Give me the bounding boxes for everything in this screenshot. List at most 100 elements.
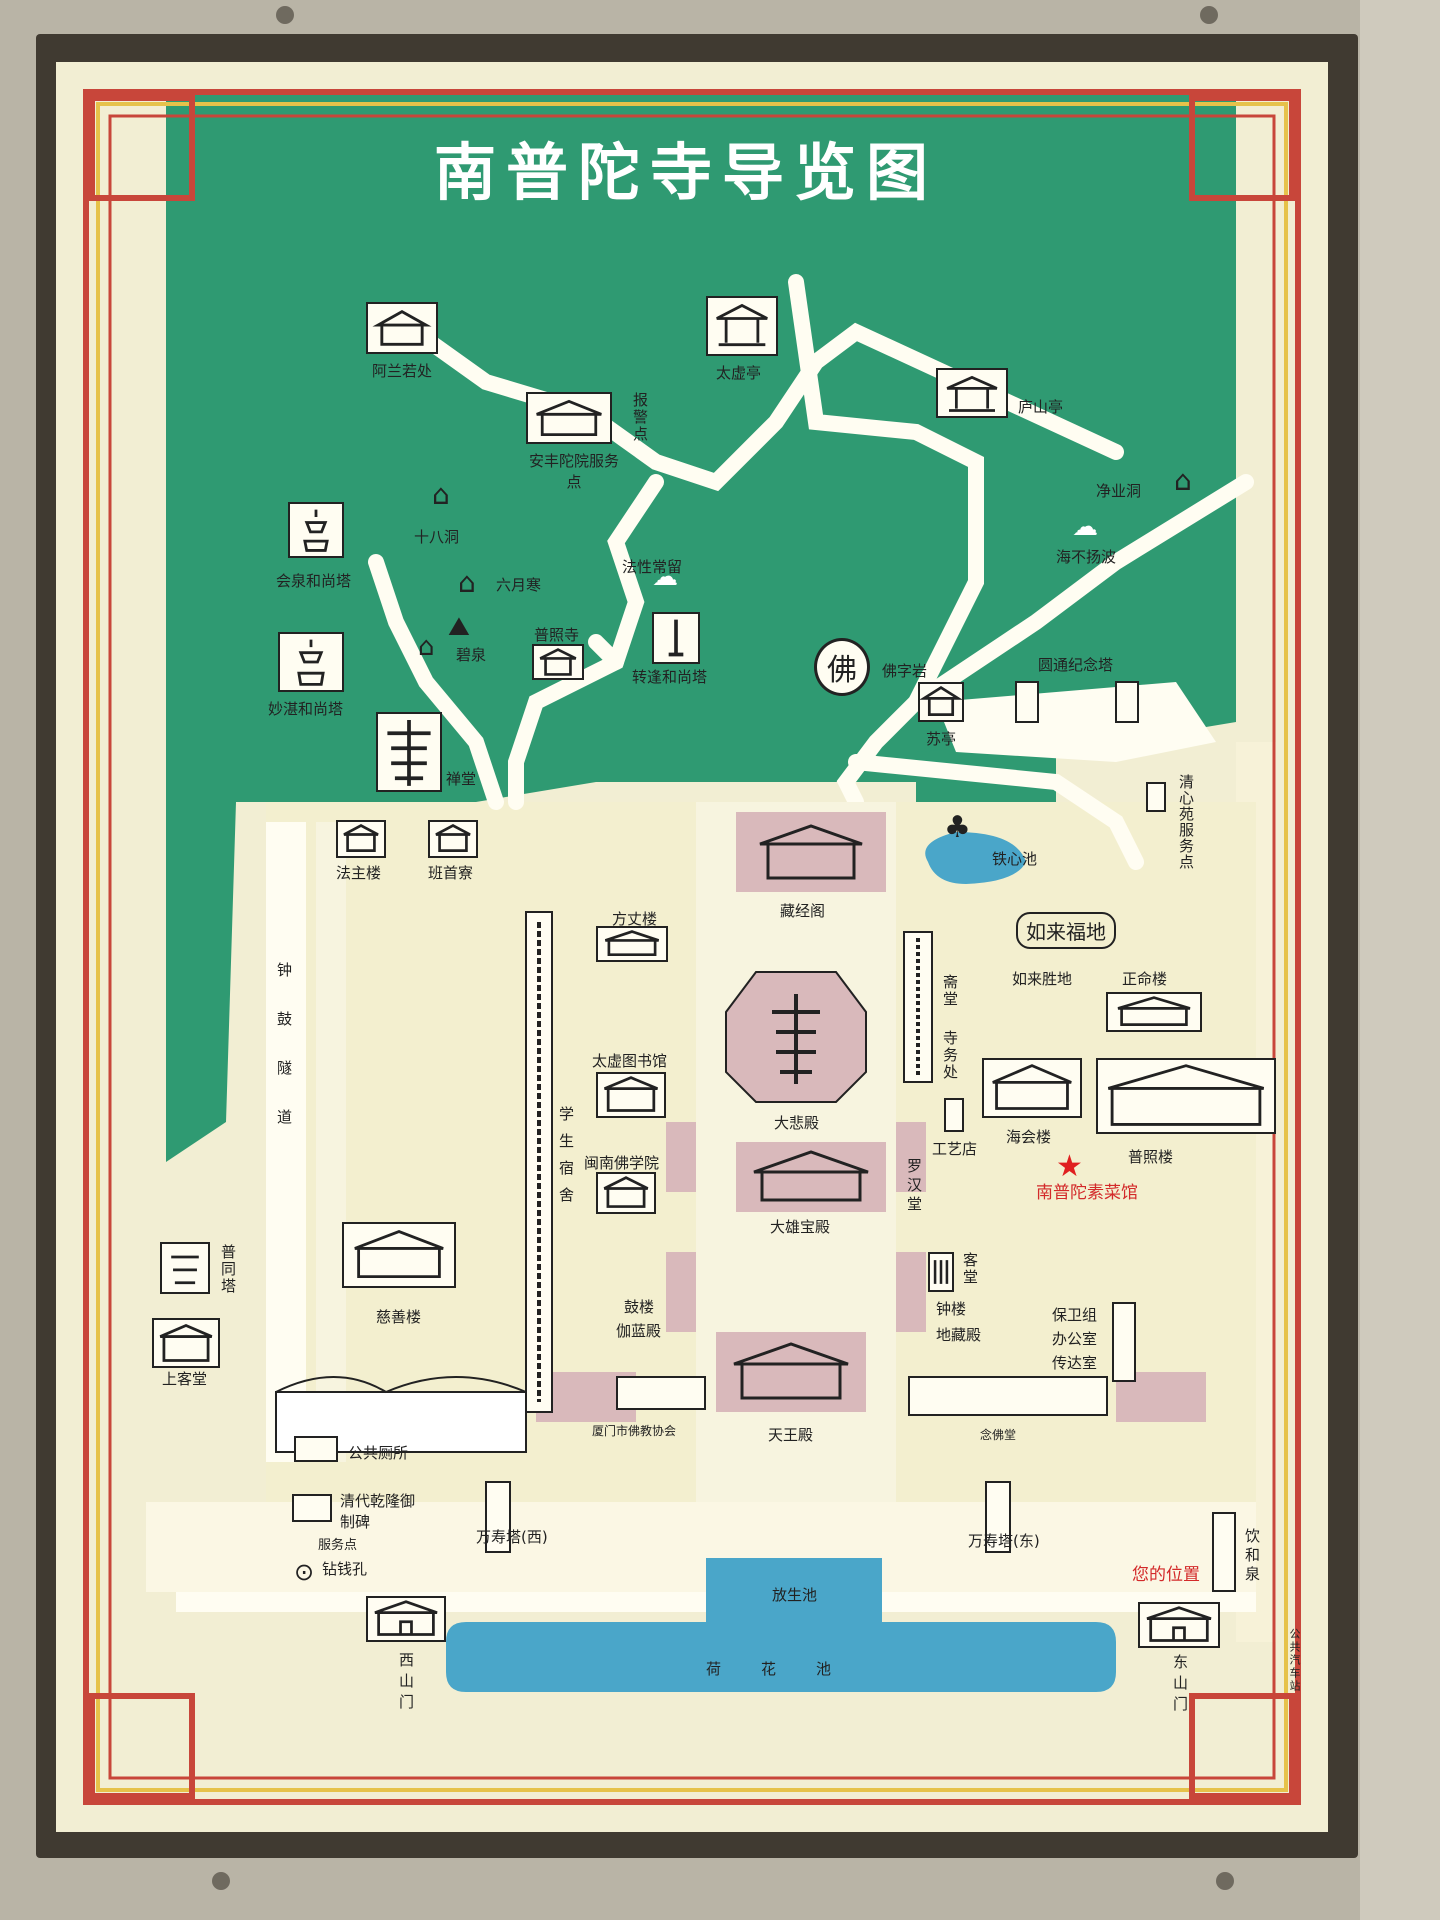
office-block-icon — [1112, 1302, 1136, 1382]
label: 藏经阁 — [780, 902, 826, 920]
corridor-icon — [616, 1376, 706, 1410]
label: 净业洞 — [1096, 482, 1142, 500]
label: 天王殿 — [768, 1426, 814, 1444]
building-icon — [526, 392, 612, 444]
label: 安丰陀院服务点 — [528, 452, 619, 491]
label: 西山门 — [397, 1652, 415, 1715]
pavilion-icon — [706, 296, 778, 356]
tree-icon: ♣ — [944, 810, 971, 845]
stupa-icon — [652, 612, 700, 664]
iron-heart-pond — [925, 832, 1026, 884]
east-gate-icon — [1138, 1602, 1220, 1648]
tianwang-icon — [720, 1336, 862, 1408]
label: 服务点 — [318, 1538, 358, 1553]
rock-icon: ⛰ — [448, 612, 470, 642]
rock-icon: ☁ — [652, 562, 678, 592]
label: 苏亭 — [926, 730, 957, 748]
temple-icon — [532, 644, 584, 680]
label: 清心苑服务点 — [1177, 774, 1195, 870]
label: 法主楼 — [336, 864, 382, 882]
label: 饮和泉 — [1243, 1528, 1261, 1585]
craft-shop-icon — [944, 1098, 964, 1132]
label: 禅堂 — [446, 770, 477, 788]
pavilion-icon — [936, 368, 1008, 418]
spring-block-icon — [1212, 1512, 1236, 1592]
label: 十八洞 — [414, 528, 460, 546]
label: 普照寺 — [534, 626, 580, 644]
label: 铁心池 — [992, 850, 1038, 868]
toilet-icon — [294, 1436, 338, 1462]
label: 厦门市佛教协会 — [592, 1424, 677, 1438]
label: 清代乾隆御制碑 — [340, 1492, 416, 1531]
label: 慈善楼 — [376, 1308, 422, 1326]
label: 报警点 — [631, 392, 649, 443]
label: 太虚图书馆 — [592, 1052, 668, 1070]
west-gate-icon — [366, 1596, 446, 1642]
label: 正命楼 — [1122, 970, 1168, 988]
label: 普同塔 — [219, 1244, 237, 1295]
screw — [212, 1872, 230, 1890]
label: 普照楼 — [1128, 1148, 1174, 1166]
map-title: 南普陀寺导览图 — [433, 136, 938, 209]
stupa-icon — [278, 632, 344, 692]
label: 班首寮 — [428, 864, 474, 882]
pagoda-icon — [376, 712, 442, 792]
label: 地藏殿 — [936, 1326, 982, 1344]
screw — [276, 6, 294, 24]
label: 法性常留 — [622, 558, 683, 576]
label: 放生池 — [772, 1586, 818, 1604]
label: 海会楼 — [1006, 1128, 1052, 1146]
label: 佛字岩 — [882, 662, 928, 680]
fo-rock: 佛 — [814, 638, 870, 696]
label: 保卫组 — [1052, 1306, 1098, 1324]
cave-icon: ⌂ — [458, 566, 476, 599]
label: 方丈楼 — [612, 910, 658, 928]
lotus-pond — [446, 1622, 1116, 1692]
label: 大悲殿 — [774, 1114, 820, 1132]
label: 海不扬波 — [1056, 548, 1117, 566]
dabei-pagoda-icon — [764, 988, 828, 1088]
label: 办公室 — [1052, 1330, 1098, 1348]
service-point-icon — [1146, 782, 1166, 812]
restaurant-label: 南普陀素菜馆 — [1036, 1183, 1138, 1203]
stupa-icon — [288, 502, 344, 558]
puzhao-building-icon — [1096, 1058, 1276, 1134]
building-icon — [1106, 992, 1202, 1032]
wall — [1360, 0, 1440, 1920]
building-icon — [152, 1318, 220, 1368]
academy-icon — [596, 1172, 656, 1214]
cave-icon: ⌂ — [432, 478, 450, 511]
library-icon — [596, 1072, 666, 1118]
label: 阿兰若处 — [372, 362, 433, 380]
cangjingge-icon — [740, 818, 882, 888]
label: 传达室 — [1052, 1354, 1098, 1372]
hill-paths — [368, 274, 1254, 870]
pagoda-icon — [160, 1242, 210, 1294]
pagoda-glyphs — [485, 681, 1139, 1553]
haihui-building-icon — [982, 1058, 1082, 1118]
label: 公共汽车站 — [1288, 1628, 1301, 1693]
ketang-icon — [928, 1252, 954, 1292]
label: 太虚亭 — [716, 364, 762, 382]
label: 妙湛和尚塔 — [268, 700, 344, 718]
label: 上客堂 — [162, 1370, 208, 1388]
label: 钟楼 — [936, 1300, 967, 1318]
label: 会泉和尚塔 — [276, 572, 352, 590]
label: 大雄宝殿 — [770, 1218, 831, 1236]
label: 念佛堂 — [980, 1428, 1017, 1442]
coin-hole-icon: ⊙ — [294, 1558, 315, 1586]
label: 荷花池 — [706, 1660, 872, 1678]
label: 罗汉堂 — [905, 1158, 923, 1215]
building-icon — [336, 820, 386, 858]
label: 庐山亭 — [1018, 398, 1064, 416]
label: 钻钱孔 — [322, 1560, 368, 1578]
release-pond — [706, 1558, 882, 1634]
building-icon — [366, 302, 438, 354]
label: 六月寒 — [496, 576, 542, 594]
cave-icon: ⌂ — [418, 632, 435, 662]
label: 钟鼓隧道 — [275, 962, 293, 1158]
label: 万寿塔(东) — [968, 1532, 1040, 1550]
label: 学生宿舍 — [557, 1106, 575, 1214]
label: 东山门 — [1171, 1654, 1189, 1717]
label: 鼓楼 — [624, 1298, 655, 1316]
